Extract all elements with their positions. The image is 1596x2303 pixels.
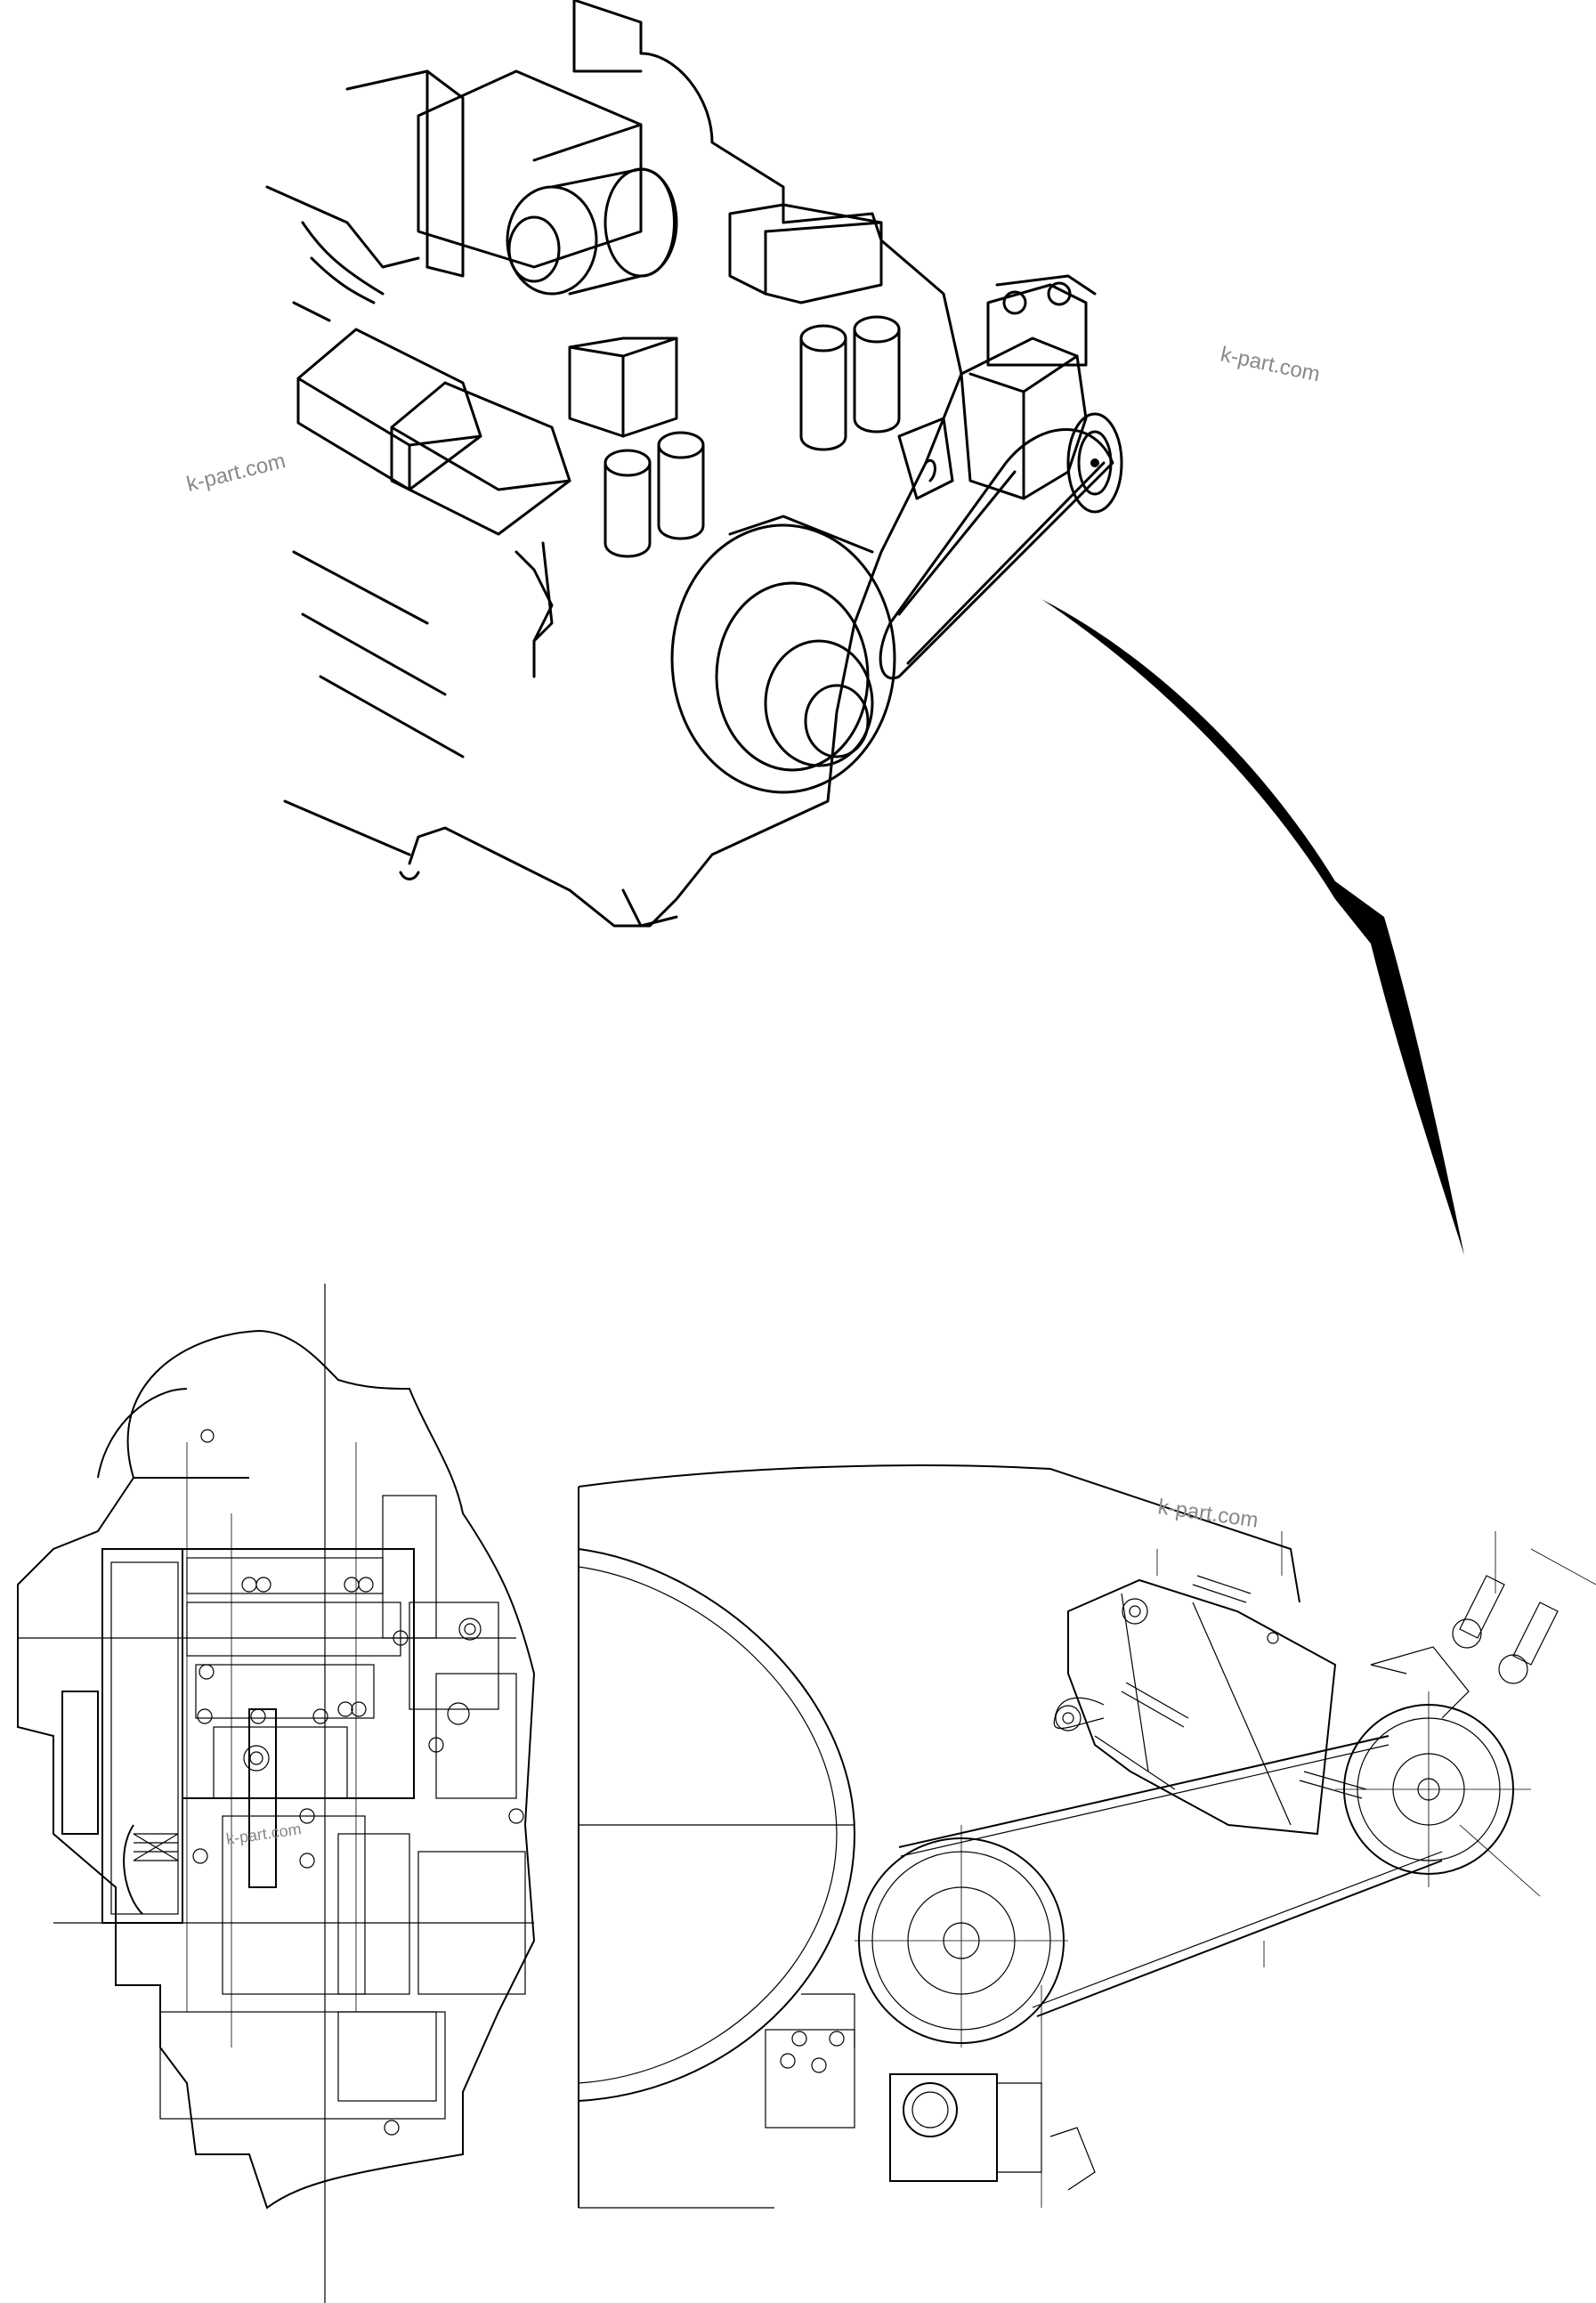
watermark-top-left: k-part.com <box>184 449 288 497</box>
front-view-belt-drive <box>578 1464 1596 2209</box>
watermark-bottom-left: k-part.com <box>225 1820 303 1848</box>
bolt-markers <box>192 1429 524 2136</box>
watermark-top-right: k-part.com <box>1219 342 1322 386</box>
leader-stroke <box>1041 599 1464 1255</box>
side-view-detail <box>17 1284 536 2303</box>
engine-isometric-view <box>265 0 1123 928</box>
watermark-bottom-right: k-part.com <box>1156 1495 1260 1533</box>
